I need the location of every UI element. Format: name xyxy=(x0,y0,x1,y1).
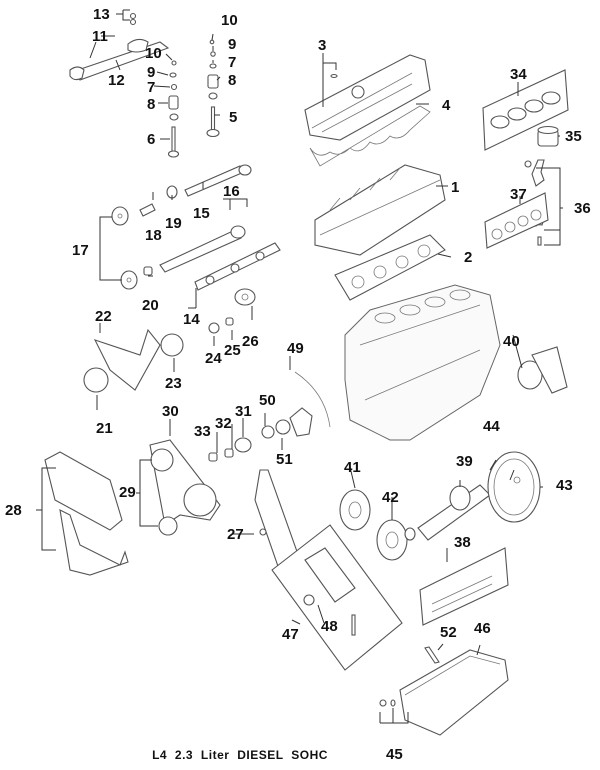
rear-seal-part xyxy=(517,346,568,394)
bolt-18-part xyxy=(139,203,156,217)
callout-10-right[interactable]: 10 xyxy=(221,12,238,29)
callout-6[interactable]: 6 xyxy=(147,131,155,148)
leader-lines xyxy=(36,9,563,724)
tensioner-lower-part xyxy=(208,437,252,462)
callout-9-right[interactable]: 9 xyxy=(228,36,236,53)
oil-pump-part xyxy=(271,524,403,671)
callout-48[interactable]: 48 xyxy=(321,618,338,635)
crankshaft-pulley-part xyxy=(376,519,416,561)
callout-46[interactable]: 46 xyxy=(474,620,491,637)
callout-40[interactable]: 40 xyxy=(503,333,520,350)
sprocket-lower-part xyxy=(120,270,138,290)
callout-49[interactable]: 49 xyxy=(287,340,304,357)
callout-16[interactable]: 16 xyxy=(223,183,240,200)
callout-26[interactable]: 26 xyxy=(242,333,259,350)
camshaft-part xyxy=(194,242,281,291)
callout-51[interactable]: 51 xyxy=(276,451,293,468)
callout-7-right[interactable]: 7 xyxy=(228,54,236,71)
callout-41[interactable]: 41 xyxy=(344,459,361,476)
callout-7-left[interactable]: 7 xyxy=(147,79,155,96)
callout-14[interactable]: 14 xyxy=(183,311,200,328)
callout-27[interactable]: 27 xyxy=(227,526,244,543)
callout-25[interactable]: 25 xyxy=(224,342,241,359)
callout-15[interactable]: 15 xyxy=(193,205,210,222)
callout-28[interactable]: 28 xyxy=(5,502,22,519)
callout-31[interactable]: 31 xyxy=(235,403,252,420)
bushing-20-part xyxy=(143,266,153,276)
rod-bearings-part xyxy=(484,192,549,249)
oil-pan-part xyxy=(379,646,509,736)
engine-block-part xyxy=(344,284,501,441)
callout-32[interactable]: 32 xyxy=(215,415,232,432)
callout-35[interactable]: 35 xyxy=(565,128,582,145)
callout-8-left[interactable]: 8 xyxy=(147,96,155,113)
callout-4[interactable]: 4 xyxy=(442,97,451,114)
sprocket-upper-part xyxy=(111,206,129,226)
flywheel-part xyxy=(487,451,541,523)
callout-8-right[interactable]: 8 xyxy=(228,72,236,89)
callout-44[interactable]: 44 xyxy=(483,418,500,435)
callout-12[interactable]: 12 xyxy=(108,72,125,89)
callout-labels: 13 11 12 10 9 7 8 6 10 9 7 8 5 3 4 1 2 3… xyxy=(5,6,591,763)
callout-13[interactable]: 13 xyxy=(93,6,110,23)
caption-text: L4 2.3 Liter DIESEL SOHC xyxy=(152,748,328,762)
callout-17[interactable]: 17 xyxy=(72,242,89,259)
main-bearings-part xyxy=(419,547,509,626)
timing-belt-upper-part xyxy=(83,328,184,393)
callout-30[interactable]: 30 xyxy=(162,403,179,420)
piston-rings-part xyxy=(482,69,569,151)
callout-52[interactable]: 52 xyxy=(440,624,457,641)
callout-39[interactable]: 39 xyxy=(456,453,473,470)
piston-part xyxy=(537,125,559,147)
callout-9-left[interactable]: 9 xyxy=(147,64,155,81)
crankshaft-part xyxy=(417,484,491,541)
callout-11[interactable]: 11 xyxy=(92,28,108,45)
callout-21[interactable]: 21 xyxy=(96,420,113,437)
callout-22[interactable]: 22 xyxy=(95,308,112,325)
callout-34[interactable]: 34 xyxy=(510,66,527,83)
callout-47[interactable]: 47 xyxy=(282,626,299,643)
valve-train-right-part xyxy=(206,39,220,138)
seals-part xyxy=(261,371,331,439)
tensioner-upper-part xyxy=(208,288,256,334)
camshaft-upper-part xyxy=(184,164,252,197)
callout-3[interactable]: 3 xyxy=(318,37,326,54)
callout-38[interactable]: 38 xyxy=(454,534,471,551)
cylinder-head-part xyxy=(314,164,446,256)
callout-24[interactable]: 24 xyxy=(205,350,222,367)
timing-cover-part xyxy=(44,451,129,576)
callout-19[interactable]: 19 xyxy=(165,215,182,232)
valve-cover-part xyxy=(304,54,431,167)
callout-10-left[interactable]: 10 xyxy=(145,45,162,62)
callout-45[interactable]: 45 xyxy=(386,746,403,763)
callout-20[interactable]: 20 xyxy=(142,297,159,314)
callout-2[interactable]: 2 xyxy=(464,249,472,266)
pulley-part xyxy=(339,489,371,531)
callout-18[interactable]: 18 xyxy=(145,227,162,244)
callout-50[interactable]: 50 xyxy=(259,392,276,409)
engine-caption: L4 2.3 Liter DIESEL SOHC xyxy=(0,748,600,762)
timing-belt-lower-part xyxy=(149,439,221,536)
callout-36[interactable]: 36 xyxy=(574,200,591,217)
callout-33[interactable]: 33 xyxy=(194,423,211,440)
rocker-shaft-part xyxy=(69,12,170,81)
callout-1[interactable]: 1 xyxy=(451,179,459,196)
callout-23[interactable]: 23 xyxy=(165,375,182,392)
callout-29[interactable]: 29 xyxy=(119,484,136,501)
callout-43[interactable]: 43 xyxy=(556,477,573,494)
callout-37[interactable]: 37 xyxy=(510,186,527,203)
callout-42[interactable]: 42 xyxy=(382,489,399,506)
valve-train-left-part xyxy=(167,60,180,158)
balance-shaft-part xyxy=(159,225,246,273)
head-gasket-part xyxy=(334,234,446,301)
callout-5[interactable]: 5 xyxy=(229,109,237,126)
